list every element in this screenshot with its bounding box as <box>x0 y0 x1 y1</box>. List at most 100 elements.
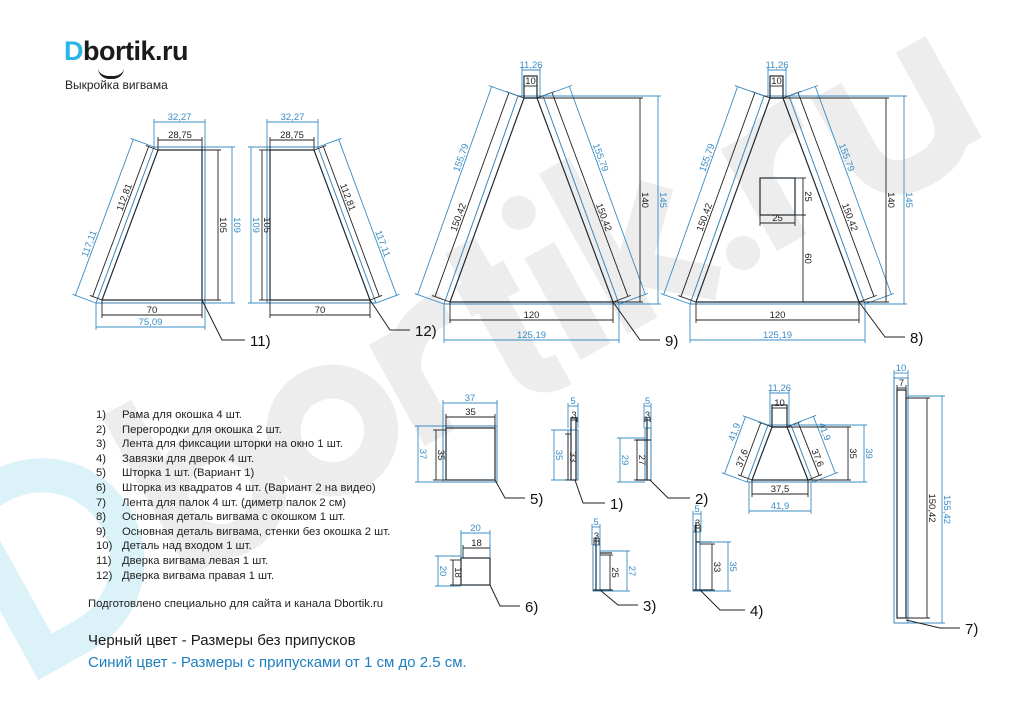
legend-item: 6)Шторка из квадратов 4 шт. (Вариант 2 н… <box>96 481 390 496</box>
extension-line <box>313 145 327 151</box>
leader-line <box>201 299 245 341</box>
logo: Dbortik.ru <box>64 36 189 79</box>
dimension-value: 109 <box>231 217 242 233</box>
dimension: 5 <box>591 517 601 545</box>
legend-number: 8) <box>96 511 107 524</box>
credit-text: Подготовлено специально для сайта и кана… <box>88 598 384 610</box>
dimension-value: 41,9 <box>727 422 744 443</box>
extension-line <box>488 85 519 97</box>
dimension-line <box>551 92 629 297</box>
dimension-line <box>680 92 756 297</box>
dimension: 35 <box>700 541 738 592</box>
legend-number: 10) <box>96 540 113 553</box>
dimension-value: 155,42 <box>941 495 952 524</box>
dimension: 41,9 <box>748 482 812 514</box>
dimension-value: 25 <box>772 213 783 224</box>
dimension-value: 3 <box>594 531 599 542</box>
dimension-value: 29 <box>619 455 630 466</box>
dimension: 41,9 <box>721 415 769 483</box>
dimension: 117,11 <box>317 137 400 304</box>
note-black-dimensions: Черный цвет - Размеры без припусков <box>88 632 356 649</box>
dimension-value: 145 <box>657 192 668 208</box>
dimension: 37 <box>442 393 498 428</box>
extension-line <box>72 293 97 304</box>
dimension: 150,42 <box>906 397 937 619</box>
dimension: 120 <box>695 302 860 323</box>
extension-line <box>721 472 748 483</box>
piece-outline <box>460 557 491 586</box>
dimension: 75,09 <box>95 303 206 330</box>
dimension: 145 <box>543 95 668 305</box>
dimension: 25 <box>759 213 796 226</box>
piece-label: 4) <box>750 603 763 620</box>
dimension-value: 33 <box>567 452 578 463</box>
watermark-letter-d <box>0 458 145 680</box>
dimension-value: 125,19 <box>517 330 546 341</box>
dimension-value: 41,9 <box>771 501 790 512</box>
dimension-value: 37 <box>465 393 476 404</box>
dimension-value: 20 <box>470 523 481 534</box>
dimension-value: 3 <box>695 518 700 529</box>
dimension-line <box>814 86 892 295</box>
dimension-value: 112,81 <box>337 182 357 212</box>
extension-line <box>734 85 765 97</box>
dimension-value: 35 <box>553 450 564 461</box>
dimension-value: 32,27 <box>168 112 192 123</box>
dimension-value: 18 <box>452 567 463 578</box>
legend-number: 9) <box>96 525 107 538</box>
legend-item: 10)Деталь над входом 1 шт. <box>96 539 390 554</box>
window-opening <box>759 177 796 216</box>
piece-outline <box>445 427 496 481</box>
dimension-line <box>92 146 150 297</box>
dimension-value: 120 <box>770 310 786 321</box>
legend-number: 2) <box>96 423 107 436</box>
leader-line <box>599 589 638 606</box>
dimension: 109 <box>248 146 267 304</box>
legend-number: 6) <box>96 481 107 494</box>
dimension-value: 150,42 <box>926 493 937 522</box>
dimension-line <box>417 86 493 295</box>
dimension: 10 <box>771 398 788 427</box>
legend-text: Рама для окошка 4 шт. <box>122 409 242 421</box>
dimension: 112,81 <box>89 145 159 301</box>
dimension: 32,27 <box>153 112 206 147</box>
seam-allowance-outline <box>893 377 909 624</box>
dimension: 20 <box>460 523 491 558</box>
legend-item: 2)Перегородки для окошка 2 шт. <box>96 423 390 438</box>
dimension-value: 125,19 <box>763 330 792 341</box>
dimension-value: 150,42 <box>449 202 469 233</box>
dimension-value: 120 <box>524 310 540 321</box>
dimension: 109 <box>205 146 242 304</box>
logo-prefix: D <box>64 36 84 66</box>
piece-outline <box>101 149 203 301</box>
extension-line <box>742 415 769 426</box>
dimension: 35 <box>445 407 496 428</box>
dimension: 35 <box>433 429 446 481</box>
dimension-line <box>74 139 134 296</box>
dimension: 10 <box>523 76 538 98</box>
legend-number: 3) <box>96 438 107 451</box>
dimension-value: 39 <box>863 448 874 459</box>
dimension-value: 18 <box>471 538 482 549</box>
leader-line <box>612 301 660 341</box>
dimension-value: 3 <box>571 410 576 421</box>
piece-outline <box>896 389 907 619</box>
dimension: 112,81 <box>313 145 383 301</box>
dimension-line <box>568 86 646 295</box>
dimension-value: 5 <box>645 396 650 407</box>
legend-text: Дверка вигвама правая 1 шт. <box>122 569 275 582</box>
dimension-value: 7 <box>899 378 904 389</box>
piece-outline <box>751 426 809 481</box>
dimension: 27 <box>600 550 637 592</box>
dimension: 5 <box>567 396 579 428</box>
leader-line <box>858 301 905 338</box>
dimension: 33 <box>565 433 578 481</box>
dimension: 7 <box>896 378 907 390</box>
seam-allowance-outline <box>442 425 498 483</box>
dimension-value: 155,79 <box>697 142 717 173</box>
extension-line <box>375 293 400 304</box>
logo-text: bortik.ru <box>83 36 189 66</box>
dimension-value: 35 <box>727 561 738 572</box>
legend-item: 9)Основная деталь вигвама, стенки без ок… <box>96 525 390 540</box>
